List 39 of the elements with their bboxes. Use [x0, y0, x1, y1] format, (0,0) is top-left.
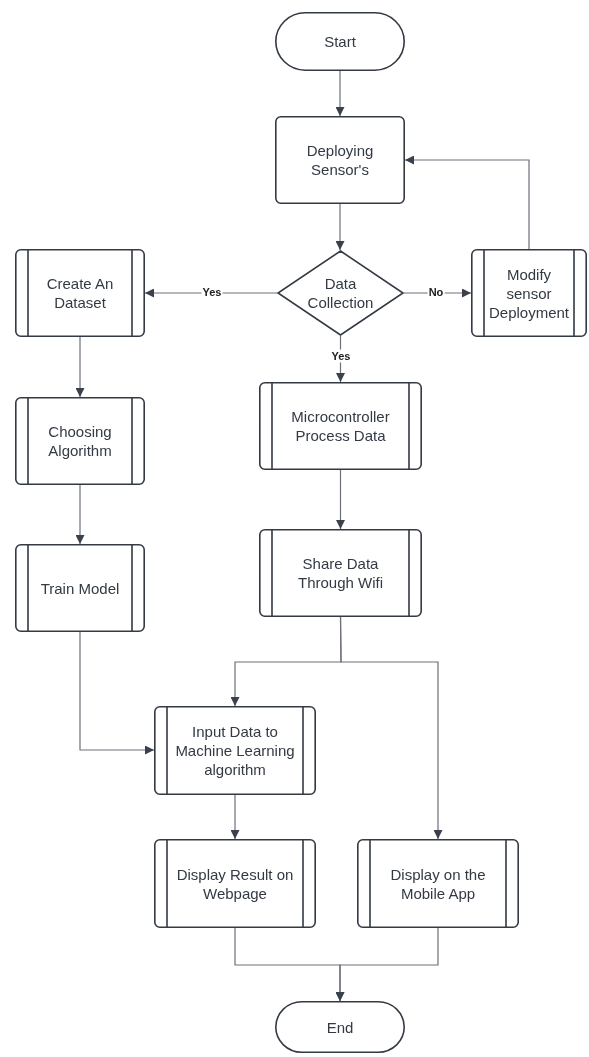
arrow [79, 631, 155, 755]
arrow [230, 794, 240, 840]
arrow [75, 484, 85, 545]
node-text: Display Result on Webpage [175, 864, 295, 903]
arrow [144, 288, 278, 298]
node-text: Display on the Mobile App [389, 864, 487, 903]
node-text: Start [324, 32, 356, 51]
arrow [335, 203, 345, 251]
edge-label: Yes [330, 349, 352, 363]
node-text: Microcontroller Process Data [290, 407, 391, 445]
node-text: Modify sensor Deployment [487, 264, 570, 322]
subprocess-box [15, 397, 145, 485]
subprocess-box [357, 839, 519, 928]
node-text: Train Model [40, 578, 120, 598]
subprocess-box [15, 544, 145, 632]
node-text: Choosing Algorithm [47, 422, 113, 460]
node-text: Data Collection [307, 274, 374, 312]
subprocess-box [471, 249, 587, 337]
subprocess-box [259, 529, 422, 617]
subprocess-box [259, 382, 422, 470]
edge-label: Yes [201, 285, 223, 299]
edge-label: No [427, 285, 445, 299]
node-text: Input Data to Machine Learning algorithm [174, 722, 296, 779]
process-box [275, 116, 405, 204]
decision-diamond [277, 250, 404, 336]
arrow [339, 616, 443, 840]
subprocess-box [154, 706, 316, 795]
arrow [75, 336, 85, 398]
node-text: Deploying Sensor's [305, 141, 375, 179]
arrow [404, 155, 530, 250]
subprocess-box [154, 839, 316, 928]
arrow [336, 469, 345, 530]
node-text: Share Data Through Wifi [297, 554, 384, 592]
subprocess-box [15, 249, 145, 337]
terminal-shape [275, 1001, 405, 1053]
arrow [335, 927, 439, 1002]
node-text: Create An Dataset [45, 274, 115, 312]
node-text: End [326, 1017, 354, 1037]
arrow [335, 70, 345, 117]
